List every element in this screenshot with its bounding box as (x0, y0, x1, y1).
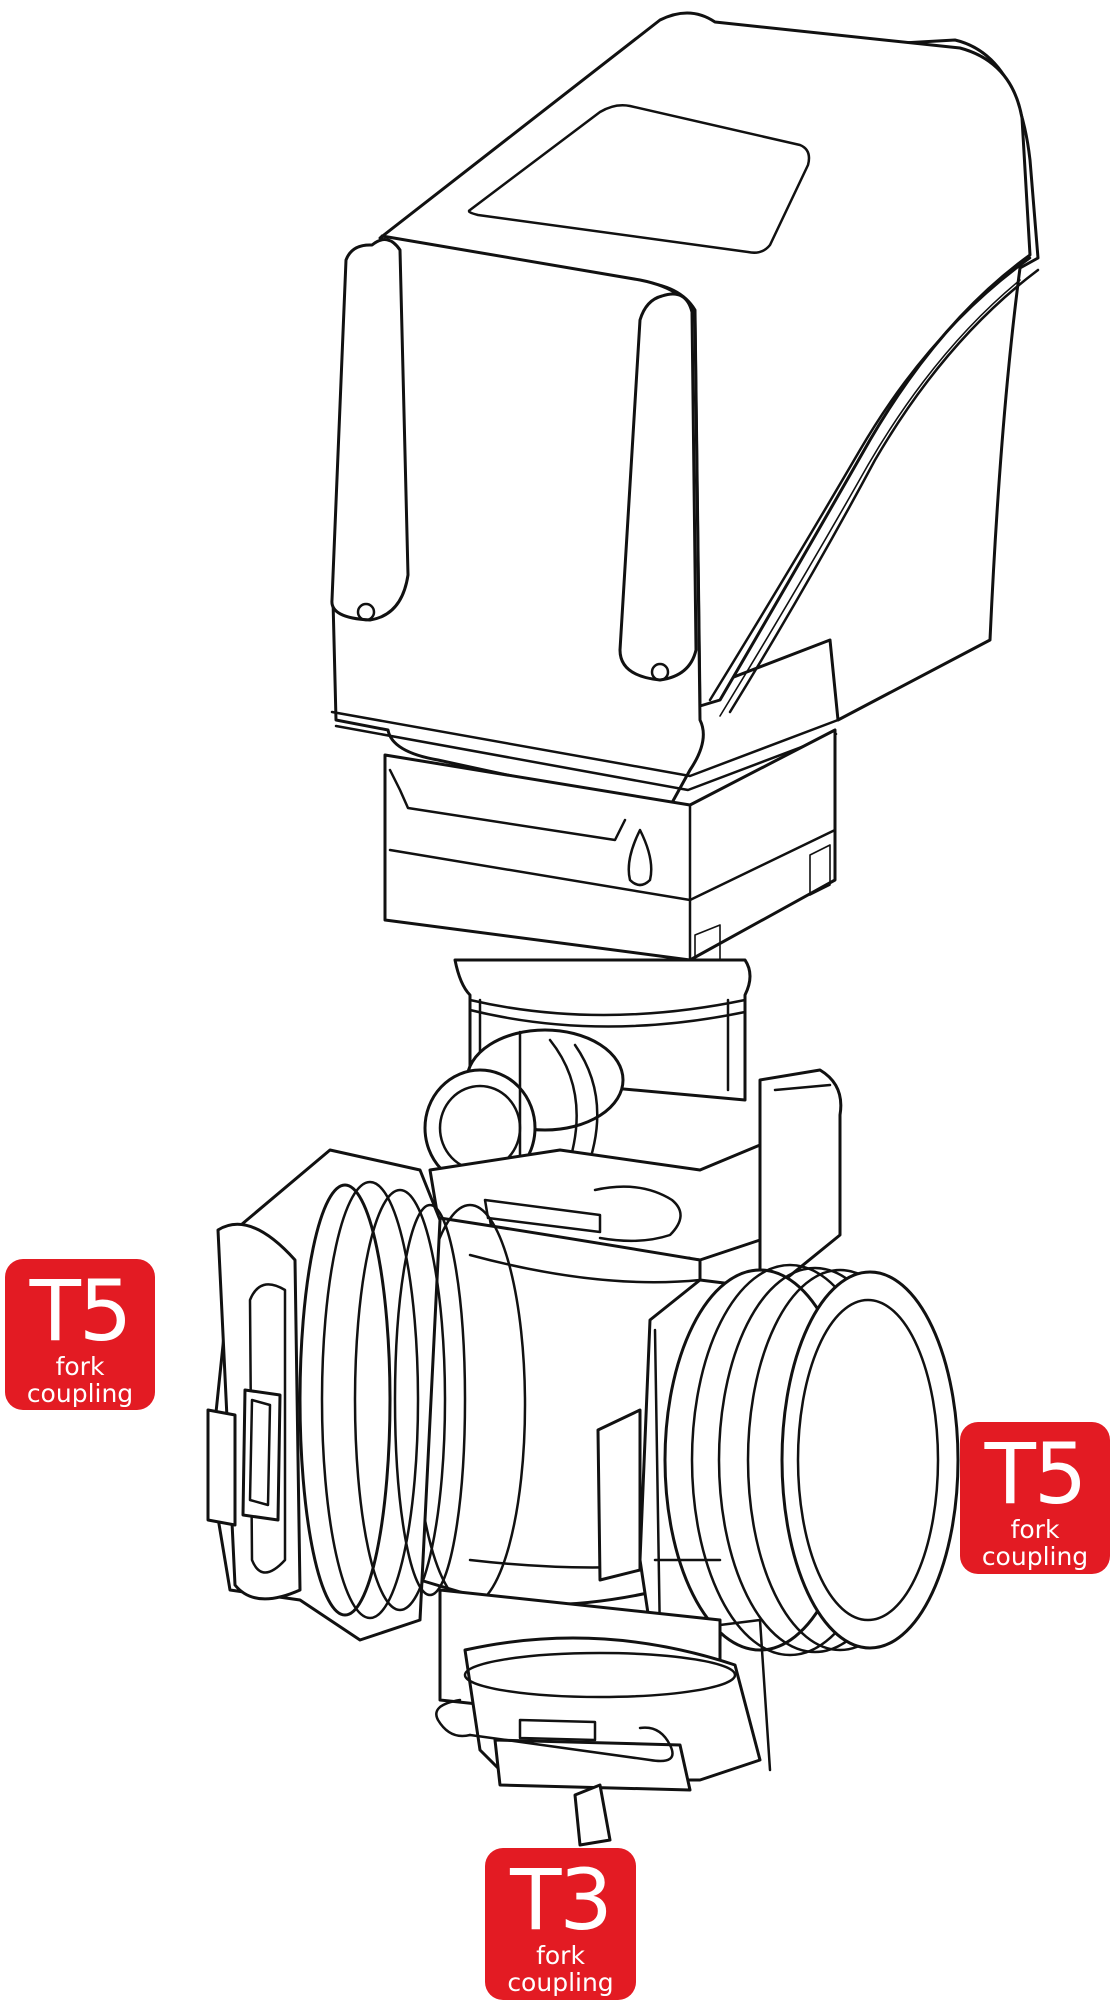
badge-desc-line2: coupling (26, 1379, 134, 1408)
lower-fork-coupling (435, 1588, 772, 1847)
badge-desc-line2: coupling (981, 1542, 1089, 1571)
valve-neck (423, 958, 752, 1188)
badge-desc-line1: fork (55, 1352, 105, 1381)
t5-left-badge: T5 fork coupling (5, 1259, 155, 1410)
badge-desc-line1: fork (536, 1941, 585, 1970)
actuator-housing (330, 11, 1040, 976)
badge-code: T5 (29, 1262, 133, 1360)
t3-bottom-badge: T3 fork coupling (485, 1848, 636, 2000)
valve-body (206, 1148, 960, 1662)
badge-desc-line1: fork (1010, 1515, 1060, 1544)
badge-code: T3 (510, 1851, 613, 1949)
t5-right-badge: T5 fork coupling (960, 1422, 1110, 1574)
badge-desc-line2: coupling (507, 1968, 614, 1997)
badge-code: T5 (984, 1425, 1088, 1523)
